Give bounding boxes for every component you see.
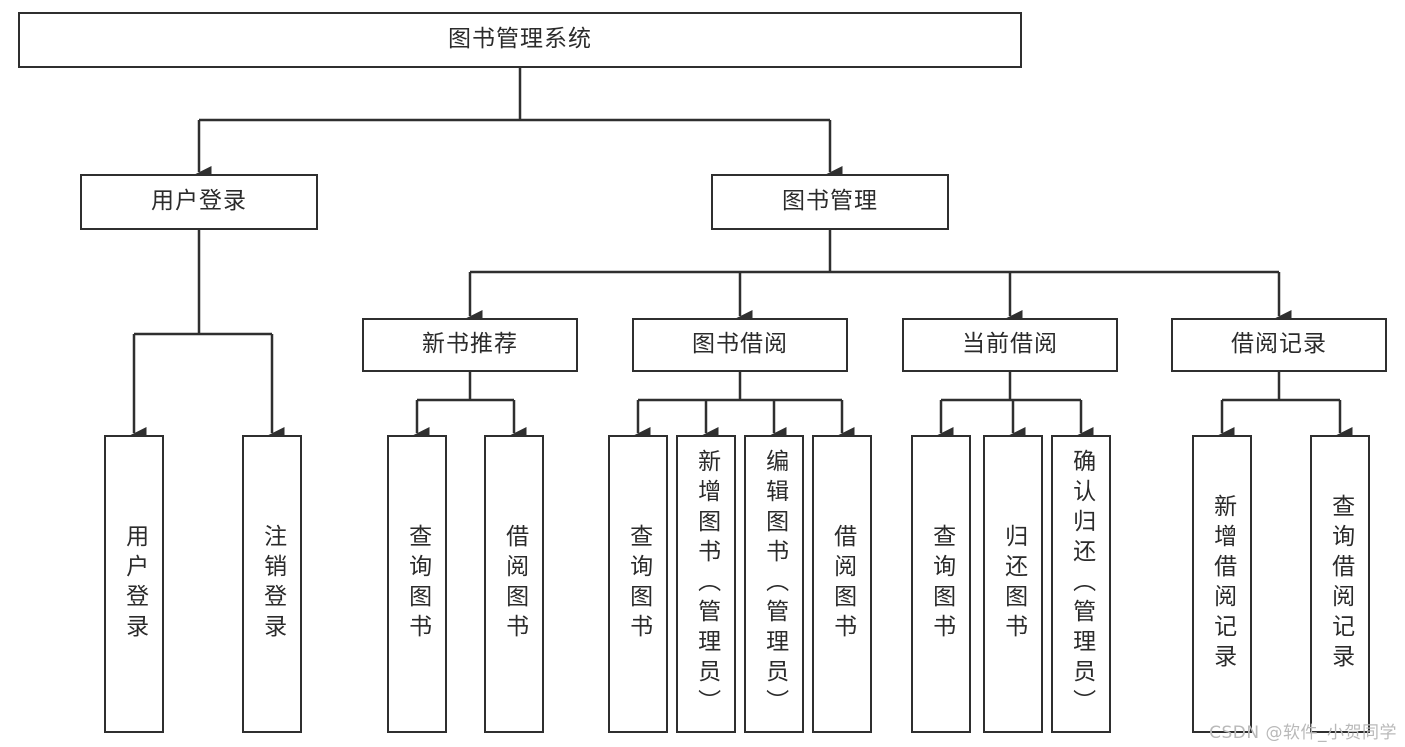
node-root[interactable]: 图书管理系统 <box>18 12 1022 68</box>
node-label: 确认归还（管理员） <box>1068 449 1095 719</box>
node-leaf-query-book-current[interactable]: 查询图书 <box>911 435 971 733</box>
node-label: 新增图书（管理员） <box>693 449 720 719</box>
node-label: 用户登录 <box>121 524 148 644</box>
node-label: 新增借阅记录 <box>1209 494 1236 674</box>
node-leaf-user-logout[interactable]: 注销登录 <box>242 435 302 733</box>
node-label: 用户登录 <box>151 188 247 215</box>
node-leaf-borrow-book-recommend[interactable]: 借阅图书 <box>484 435 544 733</box>
node-label: 新书推荐 <box>422 331 518 358</box>
node-label: 查询图书 <box>625 524 652 644</box>
node-leaf-query-book-recommend[interactable]: 查询图书 <box>387 435 447 733</box>
node-label: 借阅记录 <box>1231 331 1327 358</box>
node-new-book-recommend[interactable]: 新书推荐 <box>362 318 578 372</box>
node-label: 归还图书 <box>1000 524 1027 644</box>
node-label: 借阅图书 <box>829 524 856 644</box>
node-label: 当前借阅 <box>962 331 1058 358</box>
node-label: 借阅图书 <box>501 524 528 644</box>
node-leaf-user-login[interactable]: 用户登录 <box>104 435 164 733</box>
node-label: 图书借阅 <box>692 331 788 358</box>
node-leaf-borrow-book[interactable]: 借阅图书 <box>812 435 872 733</box>
watermark: CSDN @软件_小贺同学 <box>1209 723 1397 743</box>
node-current-borrow[interactable]: 当前借阅 <box>902 318 1118 372</box>
node-leaf-return-book[interactable]: 归还图书 <box>983 435 1043 733</box>
node-label: 查询借阅记录 <box>1327 494 1354 674</box>
node-leaf-query-borrow-record[interactable]: 查询借阅记录 <box>1310 435 1370 733</box>
node-label: 查询图书 <box>404 524 431 644</box>
node-leaf-confirm-return-admin[interactable]: 确认归还（管理员） <box>1051 435 1111 733</box>
node-user-login[interactable]: 用户登录 <box>80 174 318 230</box>
node-label: 查询图书 <box>928 524 955 644</box>
node-leaf-add-book-admin[interactable]: 新增图书（管理员） <box>676 435 736 733</box>
node-leaf-edit-book-admin[interactable]: 编辑图书（管理员） <box>744 435 804 733</box>
node-label: 图书管理系统 <box>448 26 592 53</box>
node-borrow-record[interactable]: 借阅记录 <box>1171 318 1387 372</box>
node-label: 注销登录 <box>259 524 286 644</box>
node-leaf-query-book-borrow[interactable]: 查询图书 <box>608 435 668 733</box>
node-book-borrow[interactable]: 图书借阅 <box>632 318 848 372</box>
node-leaf-add-borrow-record[interactable]: 新增借阅记录 <box>1192 435 1252 733</box>
node-label: 编辑图书（管理员） <box>761 449 788 719</box>
node-label: 图书管理 <box>782 188 878 215</box>
node-book-manage[interactable]: 图书管理 <box>711 174 949 230</box>
